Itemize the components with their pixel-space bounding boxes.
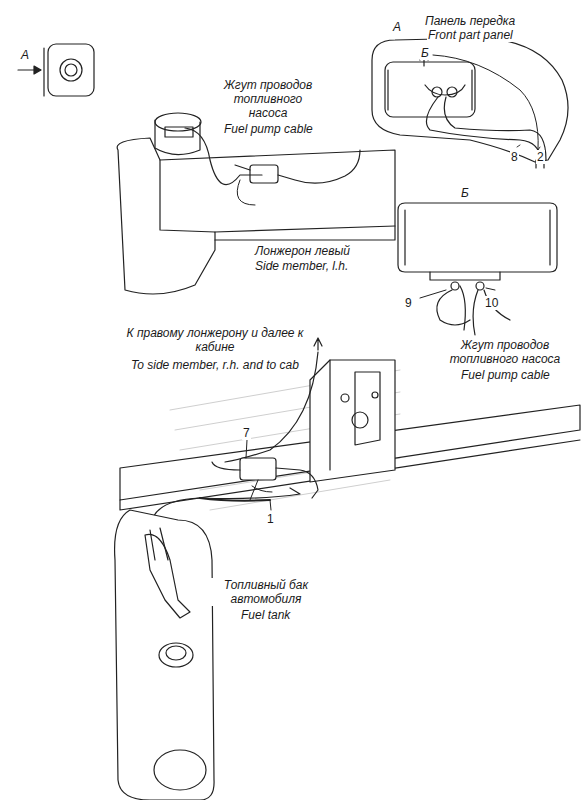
- part-name: Front part panel: [427, 28, 514, 42]
- callout-number: 9: [404, 296, 413, 310]
- cable-name: Fuel pump cable: [460, 368, 551, 382]
- view-a-panel: [372, 38, 568, 168]
- view-title: A: [392, 20, 402, 34]
- main-assembly: [115, 338, 580, 800]
- callout-number: 7: [242, 426, 251, 440]
- part-name: Fuel tank: [240, 608, 291, 622]
- view-b-pump: [398, 203, 557, 335]
- view-arrow-letter: A: [20, 48, 30, 62]
- view-title: Б: [460, 186, 470, 200]
- part-name: Side member, l.h.: [254, 259, 349, 273]
- section-letter: Б: [420, 46, 430, 60]
- callout-number: 1: [266, 512, 275, 526]
- part-name: Панель передка: [424, 14, 516, 28]
- part-name: Топливный бак автомобиля: [205, 578, 327, 606]
- tank-top-side-member: [117, 113, 395, 294]
- route-note: To side member, r.h. and to cab: [130, 358, 300, 372]
- cable-name: Жгут проводов топливного насоса: [212, 78, 324, 120]
- panel-view-arrow: [18, 44, 94, 96]
- cable-name: Жгут проводов топливного насоса: [439, 338, 571, 366]
- cable-name: Fuel pump cable: [223, 122, 314, 136]
- route-note: К правому лонжерону и далее к кабине: [119, 326, 311, 354]
- callout-number: 8: [510, 150, 519, 164]
- callout-number: 10: [484, 296, 499, 310]
- callout-number: 2: [536, 150, 545, 164]
- part-name: Лонжерон левый: [254, 244, 351, 258]
